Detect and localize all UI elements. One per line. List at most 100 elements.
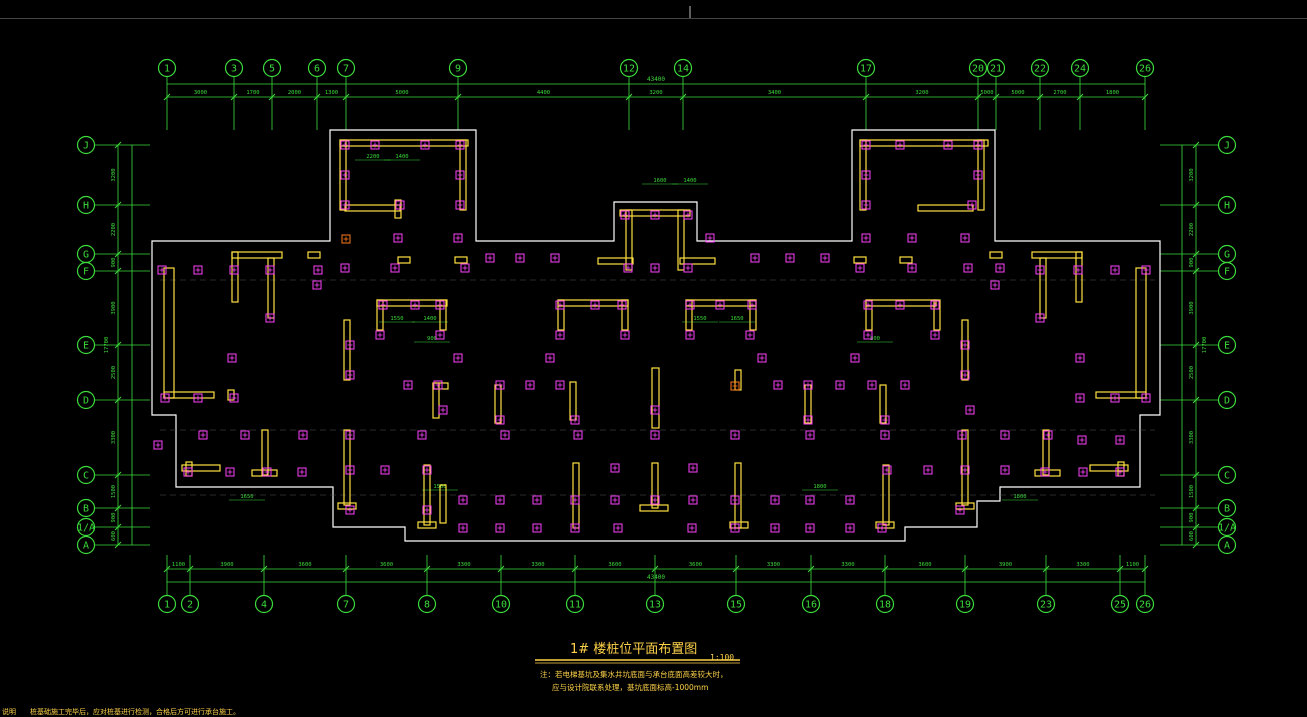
- pile-marker: [861, 140, 871, 150]
- pile-marker: [617, 300, 627, 310]
- pile-marker: [345, 430, 355, 440]
- drawing-scale: 1:100: [710, 653, 734, 662]
- pile-marker: [495, 495, 505, 505]
- pile-marker: [515, 253, 525, 263]
- dim-label: 5000: [395, 90, 408, 96]
- axis-left-F: [76, 261, 96, 281]
- pile-marker: [730, 523, 740, 533]
- axis-bottom-13-label: 13: [649, 600, 661, 611]
- pile-marker: [370, 140, 380, 150]
- pile-marker: [650, 210, 660, 220]
- dim-label: 2200: [1189, 223, 1195, 236]
- wall-segment: [933, 299, 941, 331]
- plan-dim-label: 1400: [683, 178, 696, 184]
- pile-marker: [943, 140, 953, 150]
- pile-marker: [861, 233, 871, 243]
- wall-segment: [749, 299, 757, 331]
- axis-left-C-label: C: [83, 471, 89, 482]
- wall-segment: [865, 299, 873, 331]
- pile-marker: [345, 505, 355, 515]
- pile-marker: [1110, 265, 1120, 275]
- axis-right-H: [1217, 195, 1237, 215]
- pile-marker: [157, 265, 167, 275]
- outer-wall: [151, 129, 1161, 542]
- axis-top-26-label: 26: [1139, 64, 1151, 75]
- pile-marker: [960, 465, 970, 475]
- axis-bottom-15: [726, 594, 746, 614]
- pile-marker: [532, 523, 542, 533]
- wall-segment: [804, 384, 812, 424]
- pile-marker: [685, 330, 695, 340]
- axis-top-9: [448, 58, 468, 78]
- axis-top-22: [1030, 58, 1050, 78]
- pile-marker: [845, 523, 855, 533]
- pile-marker: [298, 430, 308, 440]
- dim-label: 3600: [689, 562, 702, 568]
- wall-segment: [454, 256, 468, 264]
- pile-marker: [1000, 430, 1010, 440]
- pile-marker: [225, 467, 235, 477]
- pile-marker: [895, 300, 905, 310]
- pile-marker: [973, 170, 983, 180]
- pile-marker: [435, 330, 445, 340]
- axis-bottom-23: [1036, 594, 1056, 614]
- pile-marker: [1077, 435, 1087, 445]
- bottom-left-label: 说明: [2, 707, 16, 716]
- dim-label: 1300: [325, 90, 338, 96]
- dim-label: 5000: [980, 90, 993, 96]
- wall-segment: [685, 299, 693, 331]
- dim-label: 3400: [768, 90, 781, 96]
- pile-marker: [455, 140, 465, 150]
- axis-right-H-label: H: [1224, 201, 1230, 212]
- pile-marker: [880, 430, 890, 440]
- pile-marker: [882, 465, 892, 475]
- pile-marker: [960, 370, 970, 380]
- dim-total-right: 17700: [1202, 337, 1208, 354]
- wall-segment: [961, 319, 969, 381]
- pile-marker: [375, 330, 385, 340]
- dim-label: 3900: [1189, 301, 1195, 314]
- axis-left-1/A: [76, 517, 96, 537]
- pile-marker: [770, 523, 780, 533]
- pile-marker: [183, 467, 193, 477]
- wall-segment: [439, 299, 447, 331]
- dim-total-top: 43400: [647, 76, 665, 83]
- axis-top-6: [307, 58, 327, 78]
- axis-top-14: [673, 58, 693, 78]
- pile-marker: [495, 380, 505, 390]
- pile-marker: [867, 380, 877, 390]
- axis-bottom-7: [336, 594, 356, 614]
- pile-marker: [863, 330, 873, 340]
- bottom-general-note: 桩基础施工完毕后，应对桩基进行检测，合格后方可进行承台施工。: [30, 707, 240, 716]
- pile-marker: [683, 210, 693, 220]
- wall-segment: [1117, 461, 1125, 477]
- pile-marker: [380, 465, 390, 475]
- pile-marker: [495, 523, 505, 533]
- wall-segment: [227, 389, 235, 401]
- plan-dim-label: 1550: [390, 316, 403, 322]
- pile-marker: [650, 405, 660, 415]
- dim-label: 3200: [649, 90, 662, 96]
- pile-marker: [730, 381, 740, 391]
- dim-label: 3900: [999, 562, 1012, 568]
- axis-left-J-label: J: [83, 141, 89, 152]
- axis-top-5: [262, 58, 282, 78]
- pile-marker: [730, 495, 740, 505]
- dim-label: 3900: [220, 562, 233, 568]
- pile-marker: [485, 253, 495, 263]
- pile-marker: [805, 495, 815, 505]
- wall-segment: [339, 139, 469, 147]
- pile-marker: [403, 380, 413, 390]
- pile-marker: [973, 140, 983, 150]
- pile-markers: [153, 140, 1151, 533]
- axis-bottom-13: [645, 594, 665, 614]
- wall-segment: [651, 462, 659, 509]
- axis-bottom-25: [1110, 594, 1130, 614]
- pile-marker: [1075, 353, 1085, 363]
- pile-marker: [960, 233, 970, 243]
- pile-marker: [1141, 393, 1151, 403]
- pile-marker: [900, 380, 910, 390]
- axis-left-H-label: H: [83, 201, 89, 212]
- wall-segment: [231, 251, 239, 303]
- pile-marker: [453, 233, 463, 243]
